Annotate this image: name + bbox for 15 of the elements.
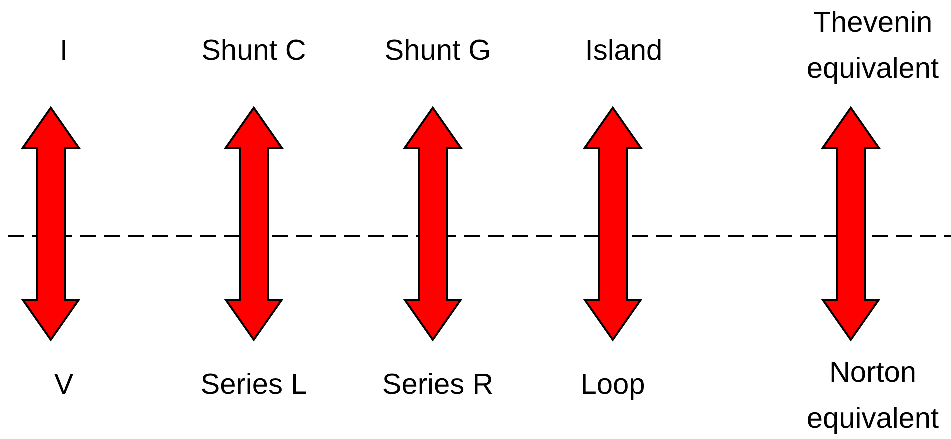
node-label: Island <box>564 28 684 74</box>
double-arrow <box>821 106 881 342</box>
double-arrow <box>224 106 284 342</box>
node-label: Norton equivalent <box>798 350 948 439</box>
node-label: Shunt C <box>179 28 329 74</box>
double-arrow <box>403 106 463 342</box>
node-label: V <box>34 362 94 408</box>
node-label: I <box>34 28 94 74</box>
node-label: Loop <box>553 362 673 408</box>
node-label: Thevenin equivalent <box>798 0 948 92</box>
double-arrow <box>583 106 643 342</box>
node-label: Series L <box>179 362 329 408</box>
node-label: Shunt G <box>363 28 513 74</box>
double-arrow <box>21 106 81 342</box>
node-label: Series R <box>363 362 513 408</box>
